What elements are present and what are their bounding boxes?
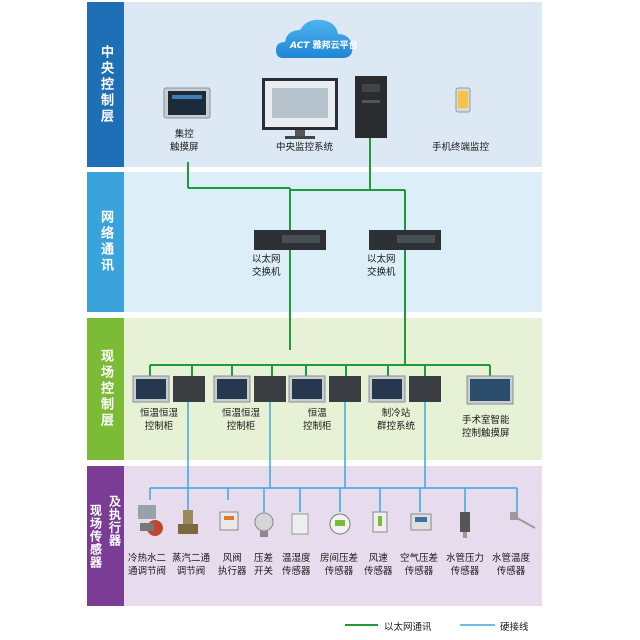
air-pressure-sensor-icon [410,513,432,531]
valve-actuator-icon [138,505,163,536]
steam-valve-icon [178,510,198,534]
sensor-label-2: 蒸汽二通 调节阀 [172,553,211,577]
airflow-sensor-icon [372,511,388,533]
sensor-label-6: 房间压差 传感器 [320,553,359,577]
sensor-layer-title-left: 现场传感器 [88,503,103,569]
central-monitor-icon [262,78,338,139]
logo-suffix: 云平台 [330,41,358,51]
pipe-temperature-sensor-icon [510,512,536,529]
cabinet-1-icon [132,375,205,403]
server-icon [355,76,387,138]
cabinet-2-icon [213,375,286,403]
field-layer-title: 现场控制层 [98,349,113,429]
operating-room-panel-icon [466,375,514,405]
touch-screen-icon [163,87,211,119]
pipe-pressure-sensor-icon [460,512,470,538]
mobile-label: 手机终端监控 [432,142,490,153]
cabinet-2-label: 恒温恒湿 控制柜 [222,408,261,432]
ethernet-switch-left-icon [254,230,326,250]
legend-ethernet-label: 以太网通讯 [384,622,432,633]
cloud-logo-icon [276,19,353,58]
logo-brand: ACT [290,41,310,51]
network-layer-tag: 网络通讯 [87,172,124,312]
cabinet-3-icon [288,375,361,403]
central-layer-title: 中央控制层 [98,44,113,125]
hardwire-links [149,400,518,626]
sensor-label-10: 水管温度 传感器 [492,553,531,577]
central-layer-tag: 中央控制层 [87,2,124,167]
damper-actuator-icon [219,511,239,531]
cabinet-3-label: 恒温 控制柜 [303,408,332,432]
mobile-phone-icon [455,87,471,113]
ethernet-links [149,138,491,626]
sensor-layer-tag: 现场传感器 及执行器 [87,466,124,606]
operating-room-panel-label: 手术室智能 控制触摸屏 [462,415,510,439]
switch-right-label: 以太网 交换机 [367,254,396,278]
pressure-switch-icon [254,512,274,537]
sensor-label-8: 空气压差 传感器 [400,553,439,577]
central-monitor-label: 中央监控系统 [276,142,334,153]
legend-hardwire-label: 硬接线 [500,622,529,633]
sensor-label-3: 风阀 执行器 [218,553,247,577]
room-pressure-sensor-icon [329,513,351,535]
touch-screen-label: 集控 触摸屏 [170,129,199,153]
chiller-station-icon [368,375,441,403]
field-layer-tag: 现场控制层 [87,318,124,460]
switch-left-label: 以太网 交换机 [252,254,281,278]
humidity-sensor-icon [291,513,309,535]
sensor-layer-title-right: 及执行器 [107,495,122,547]
cabinet-1-label: 恒温恒湿 控制柜 [140,408,179,432]
sensor-label-7: 风速 传感器 [364,553,393,577]
network-layer-title: 网络通讯 [98,210,113,274]
sensor-label-5: 温湿度 传感器 [282,553,311,577]
chiller-station-label: 制冷站 群控系统 [377,408,416,432]
sensor-label-1: 冷热水二 通调节阀 [128,553,167,577]
ethernet-switch-right-icon [369,230,441,250]
sensor-label-4: 压差 开关 [254,553,274,577]
sensor-label-9: 水管压力 传感器 [446,553,485,577]
logo-name: 雅邦 [312,41,331,51]
cloud-logo-text: ACT 雅邦云平台 [290,40,358,53]
